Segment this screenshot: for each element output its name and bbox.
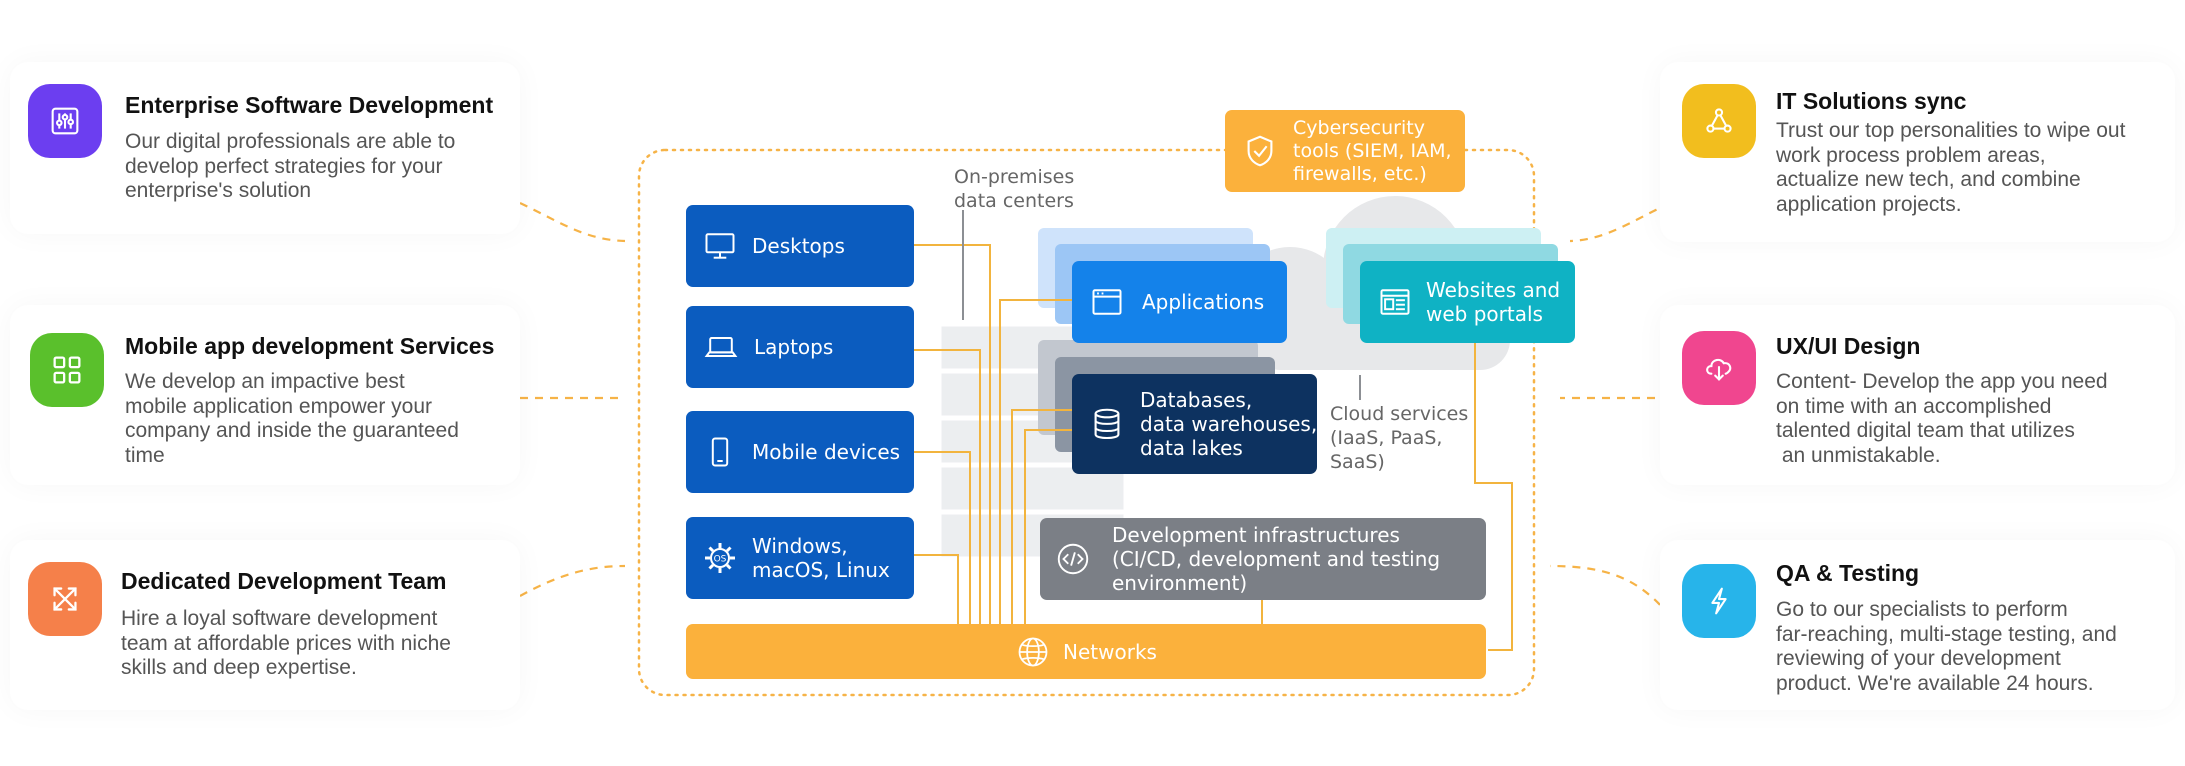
os-gear-icon: OS — [705, 543, 735, 573]
laptops-box: Laptops — [686, 306, 914, 388]
card-ux-ui[interactable]: UX/UI Design Content- Develop the app yo… — [1660, 305, 2175, 485]
database-icon — [1094, 408, 1120, 440]
applications-box: Applications — [1072, 261, 1287, 343]
card-icon-bg — [1682, 84, 1756, 158]
card-it-solutions[interactable]: IT Solutions sync Trust our top personal… — [1660, 62, 2175, 242]
desktop-monitor-icon — [705, 233, 735, 259]
card-icon-bg — [1682, 331, 1756, 405]
card-title: UX/UI Design — [1776, 333, 1921, 359]
card-title: QA & Testing — [1776, 560, 1920, 586]
desktops-box: Desktops — [686, 205, 914, 287]
expand-arrows-icon — [53, 587, 77, 611]
card-title: Mobile app development Services — [125, 333, 495, 359]
card-dedicated-team[interactable]: Dedicated Development Team Hire a loyal … — [10, 540, 520, 710]
card-enterprise-software[interactable]: Enterprise Software Development Our digi… — [10, 62, 520, 234]
card-title: Enterprise Software Development — [125, 92, 494, 118]
globe-icon — [1018, 637, 1048, 666]
mobile-devices-box: Mobile devices — [686, 411, 914, 493]
shield-check-icon — [1247, 135, 1273, 167]
card-icon-bg — [28, 84, 102, 158]
lightning-icon — [1711, 587, 1727, 615]
card-icon-bg — [28, 562, 102, 636]
cloud-services-label: Cloud services(IaaS, PaaS,SaaS) — [1330, 403, 1469, 473]
networks-box: Networks — [686, 624, 1486, 679]
web-page-icon — [1380, 289, 1410, 315]
databases-box: Databases,data warehouses,data lakes — [1072, 374, 1317, 474]
card-title: IT Solutions sync — [1776, 88, 1967, 114]
card-mobile-app[interactable]: Mobile app development Services We devel… — [10, 305, 520, 485]
laptop-icon — [704, 337, 738, 357]
card-title: Dedicated Development Team — [121, 568, 447, 594]
svg-text:OS: OS — [714, 555, 727, 565]
development-infrastructures-box: Development infrastructures(CI/CD, devel… — [1040, 518, 1486, 600]
diagram-frame — [637, 148, 1536, 697]
sliders-icon — [51, 107, 79, 135]
card-icon-bg — [30, 333, 104, 407]
cloud-download-icon — [1706, 358, 1732, 381]
code-brackets-icon — [1057, 543, 1089, 575]
card-qa-testing[interactable]: QA & Testing Go to our specialists to pe… — [1660, 540, 2175, 710]
network-share-icon — [1706, 108, 1732, 133]
grid-icon — [53, 356, 81, 384]
operating-systems-box: OS Windows,macOS, Linux — [686, 517, 914, 599]
smartphone-icon — [711, 437, 729, 467]
card-icon-bg — [1682, 564, 1756, 638]
app-window-icon — [1092, 289, 1122, 315]
